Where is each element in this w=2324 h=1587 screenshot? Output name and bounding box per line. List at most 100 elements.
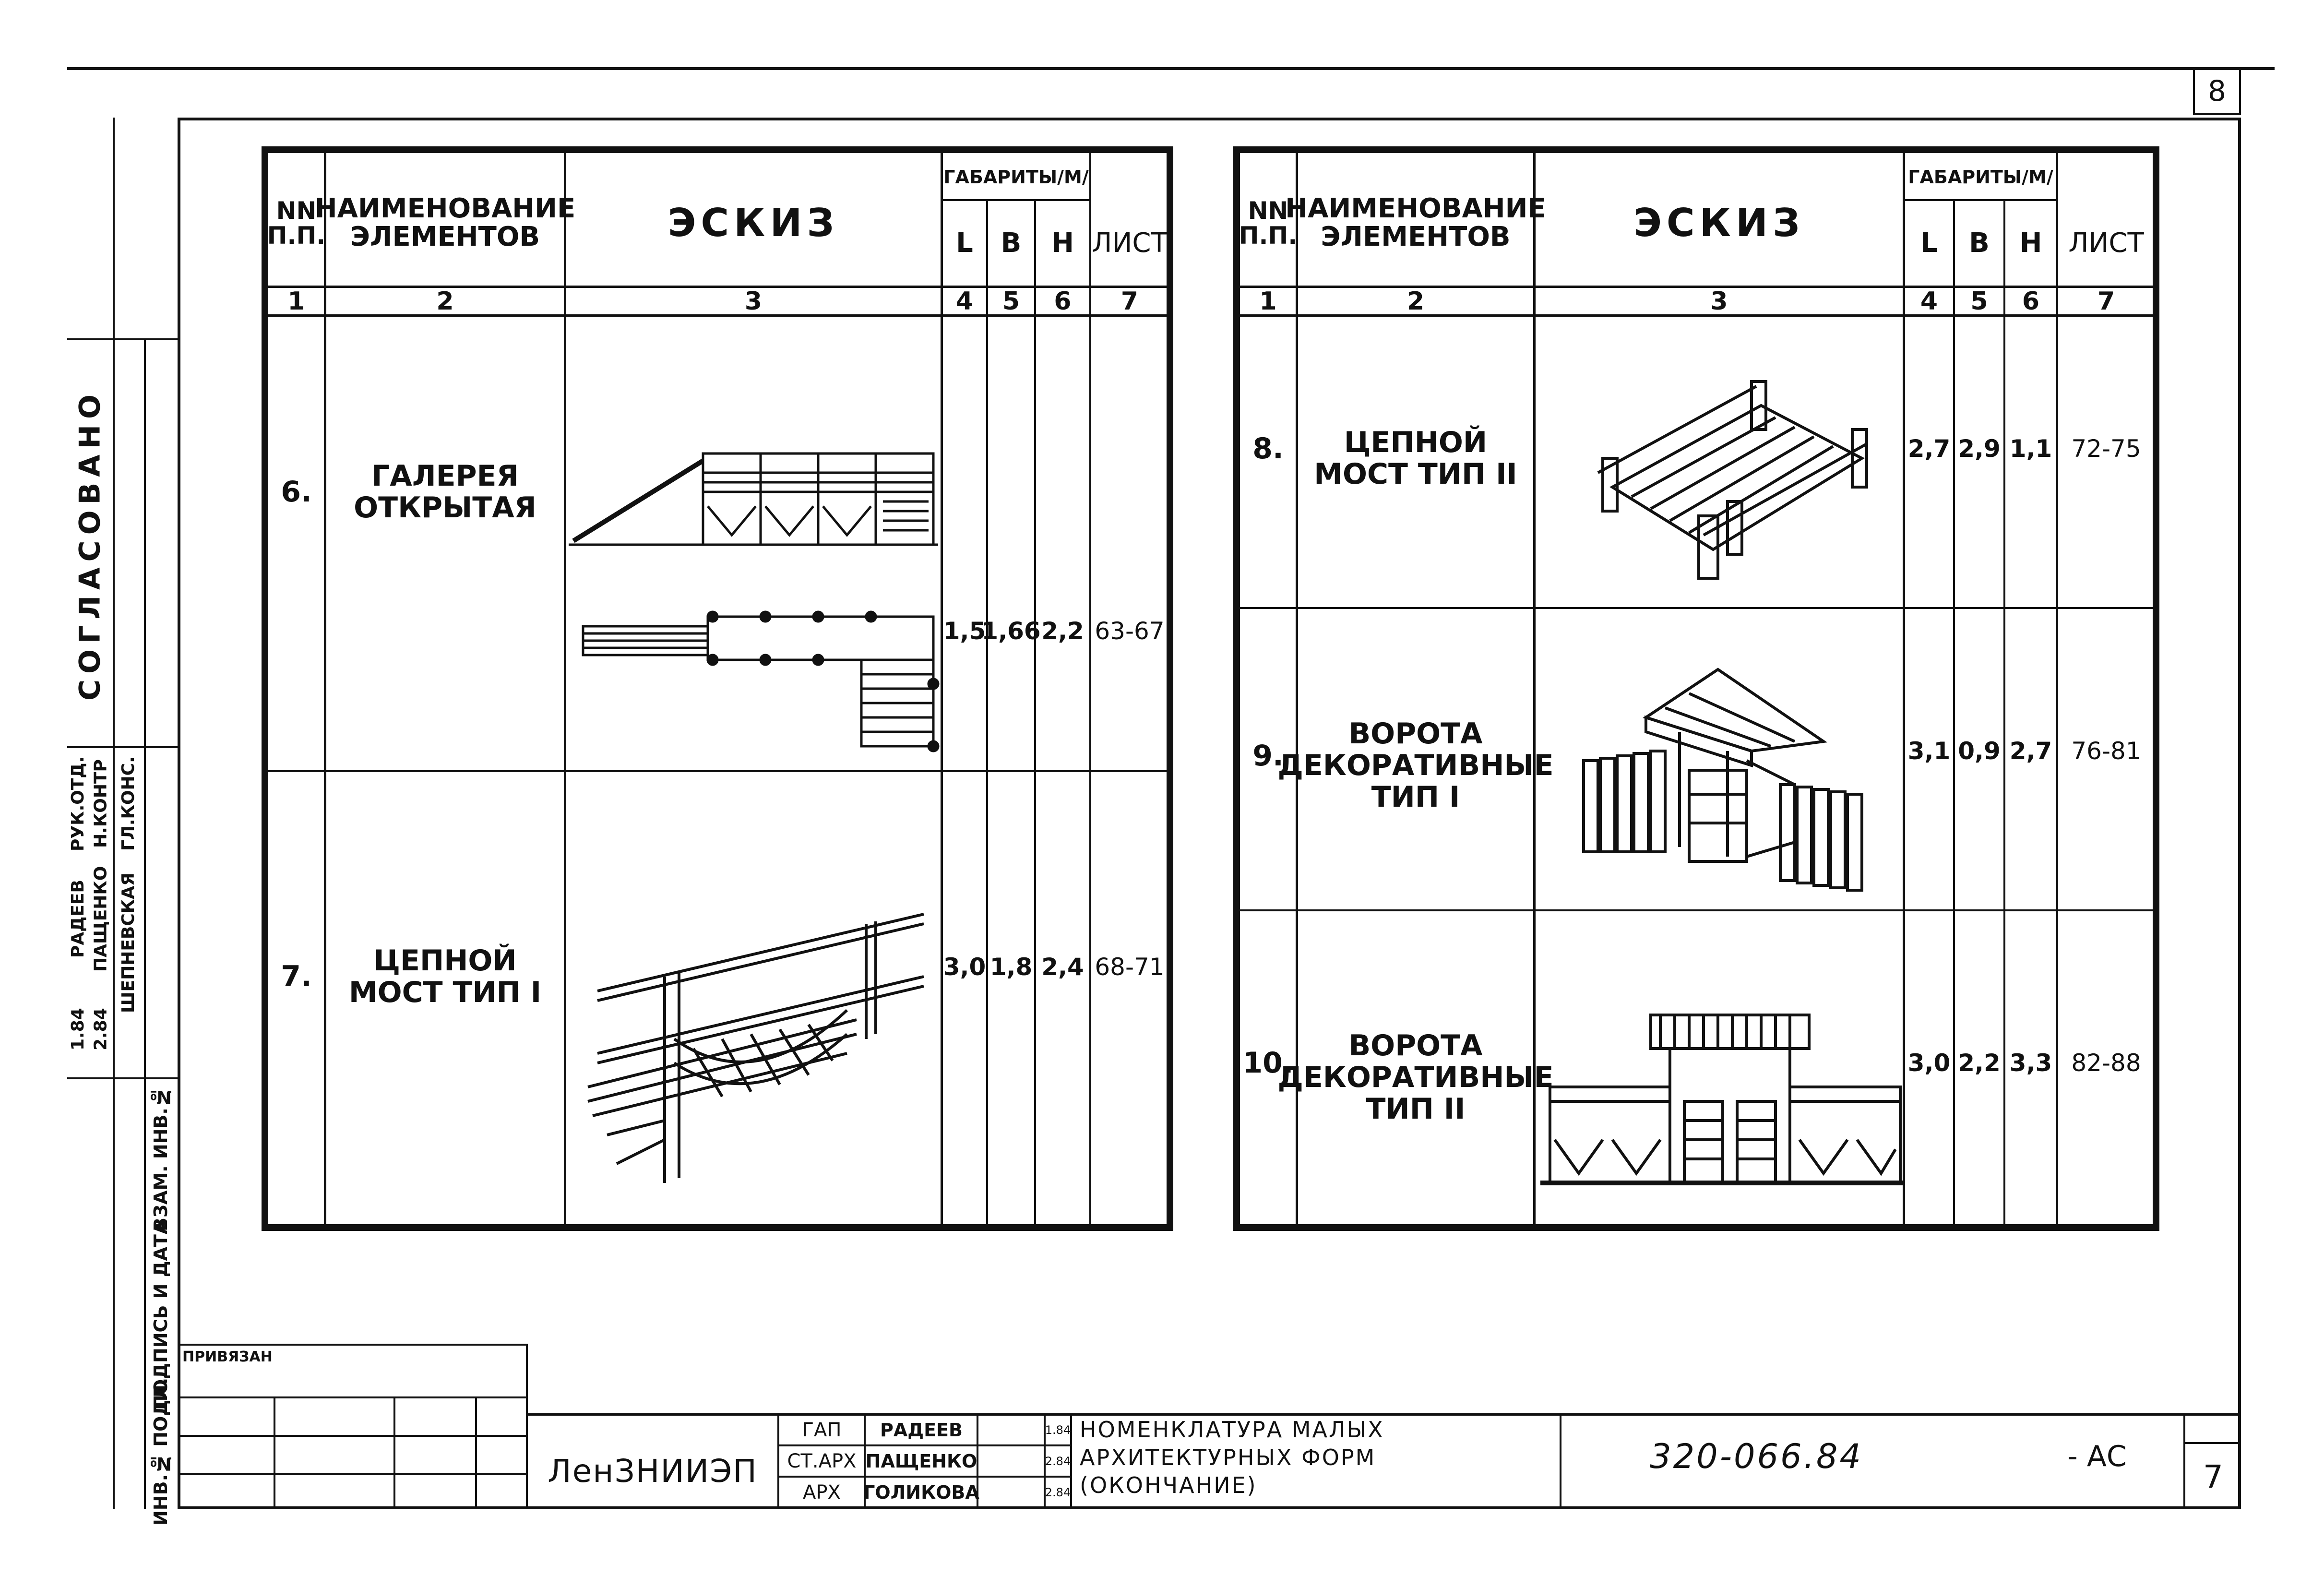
title-divider	[2183, 1413, 2185, 1509]
col-number: 2	[436, 286, 454, 316]
header-divider	[262, 314, 1173, 317]
column-divider	[324, 146, 326, 1231]
document-title: НОМЕНКЛАТУРА МАЛЫХ АРХИТЕКТУРНЫХ ФОРМ (О…	[1080, 1416, 1384, 1499]
staff-name: ПАЩЕНКО	[865, 1451, 977, 1472]
column-divider	[2056, 146, 2058, 1231]
approval-signer-name: РАДЕЕВ	[68, 880, 88, 958]
side-label: ВЗАМ. ИНВ.№	[150, 1086, 171, 1231]
title-divider	[864, 1413, 866, 1509]
row-divider	[1233, 909, 2159, 911]
staff-name: ГОЛИКОВА	[863, 1482, 979, 1503]
approval-signer-role: Н.КОНТР	[91, 759, 111, 848]
col-number: 7	[2097, 286, 2115, 316]
row-divider	[262, 770, 1173, 772]
left-table: NN П.П. НАИМЕНОВАНИЕ ЭЛЕМЕНТОВ ЭСКИЗ ГАБ…	[262, 146, 1173, 1231]
header-dims: ГАБАРИТЫ/М/	[1908, 167, 2053, 188]
header-sheet: ЛИСТ	[1092, 227, 1168, 259]
column-divider	[564, 146, 566, 1231]
side-label: ПОДПИСЬ И ДАТА	[150, 1220, 171, 1410]
strip-divider	[113, 118, 115, 1509]
bound-grid-line	[393, 1396, 395, 1509]
staff-name: РАДЕЕВ	[880, 1420, 963, 1441]
row-num: 8.	[1252, 432, 1284, 465]
column-divider	[1034, 199, 1036, 1231]
title-divider	[777, 1444, 1070, 1446]
staff-role: СТ.АРХ	[787, 1450, 857, 1472]
row-sheet: 68-71	[1095, 953, 1165, 981]
title-divider	[1560, 1413, 1561, 1509]
row-num: 9.	[1252, 739, 1284, 773]
header-sheet: ЛИСТ	[2068, 227, 2144, 259]
right-table: NN П.П. НАИМЕНОВАНИЕ ЭЛЕМЕНТОВ ЭСКИЗ ГАБ…	[1233, 146, 2159, 1231]
header-H: H	[2019, 227, 2042, 259]
approval-signer-name: ПАЩЕНКО	[91, 866, 111, 972]
chain-bridge-type-2-sketch	[1597, 380, 1868, 580]
row-B: 2,9	[1958, 435, 2001, 463]
bound-block: ПРИВЯЗАН	[178, 1344, 528, 1509]
bound-grid-line	[178, 1396, 528, 1398]
col-number: 4	[955, 286, 974, 316]
open-gallery-sketch	[569, 452, 940, 752]
staff-role: АРХ	[803, 1481, 841, 1503]
document-section: - АС	[2067, 1440, 2127, 1473]
right-table-frame	[1233, 146, 2159, 1231]
page-number: 7	[2203, 1458, 2223, 1495]
left-table-frame	[262, 146, 1173, 1231]
row-name: ВОРОТА ДЕКОРАТИВНЫЕ ТИП I	[1277, 717, 1554, 814]
header-divider	[941, 199, 1089, 201]
document-title-line: АРХИТЕКТУРНЫХ ФОРМ	[1080, 1444, 1376, 1470]
title-divider	[977, 1413, 978, 1509]
approval-signer-role: РУК.ОТД.	[68, 756, 88, 852]
column-divider	[941, 146, 943, 1231]
title-divider	[777, 1476, 1070, 1478]
header-divider	[1233, 314, 2159, 317]
organization-name: ЛенЗНИИЭП	[548, 1452, 758, 1490]
strip-divider	[144, 338, 146, 1077]
row-B: 1,8	[989, 953, 1033, 981]
sheet-top-border	[67, 67, 2275, 70]
header-sketch: ЭСКИЗ	[1633, 201, 1805, 245]
decorative-gate-type-1-sketch	[1582, 668, 1863, 892]
row-H: 2,4	[1041, 953, 1084, 981]
column-divider	[1533, 146, 1536, 1231]
column-divider	[1089, 146, 1091, 1231]
column-divider	[1953, 199, 1955, 1231]
approval-title: СОГЛАСОВАНО	[73, 389, 107, 701]
bound-border	[526, 1344, 528, 1509]
col-number: 5	[1970, 286, 1988, 316]
document-title-line: НОМЕНКЛАТУРА МАЛЫХ	[1080, 1417, 1384, 1443]
col-number: 4	[1920, 286, 1938, 316]
side-label: ИНВ.№ ПОДЛ.	[150, 1377, 171, 1526]
column-divider	[1296, 146, 1298, 1231]
staff-date: 1.84	[1045, 1423, 1071, 1437]
col-number: 1	[1259, 286, 1277, 316]
row-name: ЦЕПНОЙ МОСТ ТИП II	[1314, 426, 1517, 491]
col-number: 3	[1710, 286, 1728, 316]
row-L: 1,5	[943, 617, 986, 645]
row-H: 3,3	[2009, 1049, 2052, 1077]
document-title-line: (ОКОНЧАНИЕ)	[1080, 1472, 1257, 1498]
row-B: 0,9	[1958, 737, 2001, 765]
column-divider	[1903, 146, 1905, 1231]
col-number: 6	[1054, 286, 1072, 316]
row-num: 6.	[281, 475, 312, 509]
inner-frame	[178, 118, 2241, 1509]
header-B: B	[1001, 227, 1022, 259]
col-number: 1	[287, 286, 305, 316]
strip-divider	[67, 1077, 178, 1079]
row-sheet: 82-88	[2071, 1049, 2141, 1077]
row-name: ВОРОТА ДЕКОРАТИВНЫЕ ТИП II	[1277, 1029, 1554, 1126]
staff-role: ГАП	[802, 1419, 842, 1441]
col-number: 5	[1002, 286, 1020, 316]
header-divider	[1903, 199, 2056, 201]
document-code: 320-066.84	[1650, 1437, 1863, 1476]
col-number: 6	[2022, 286, 2040, 316]
row-sheet: 63-67	[1095, 617, 1165, 645]
sheet-corner-number: 8	[2207, 74, 2227, 108]
column-divider	[986, 199, 988, 1231]
title-divider	[777, 1413, 779, 1509]
approval-strip: СОГЛАСОВАНО РУК.ОТД. РАДЕЕВ Н.КОНТР ПАЩЕ…	[67, 118, 178, 1526]
header-num: NN П.П.	[267, 196, 326, 250]
header-name: НАИМЕНОВАНИЕ ЭЛЕМЕНТОВ	[1285, 193, 1546, 252]
sheet-corner-number-box: 8	[2193, 67, 2241, 115]
